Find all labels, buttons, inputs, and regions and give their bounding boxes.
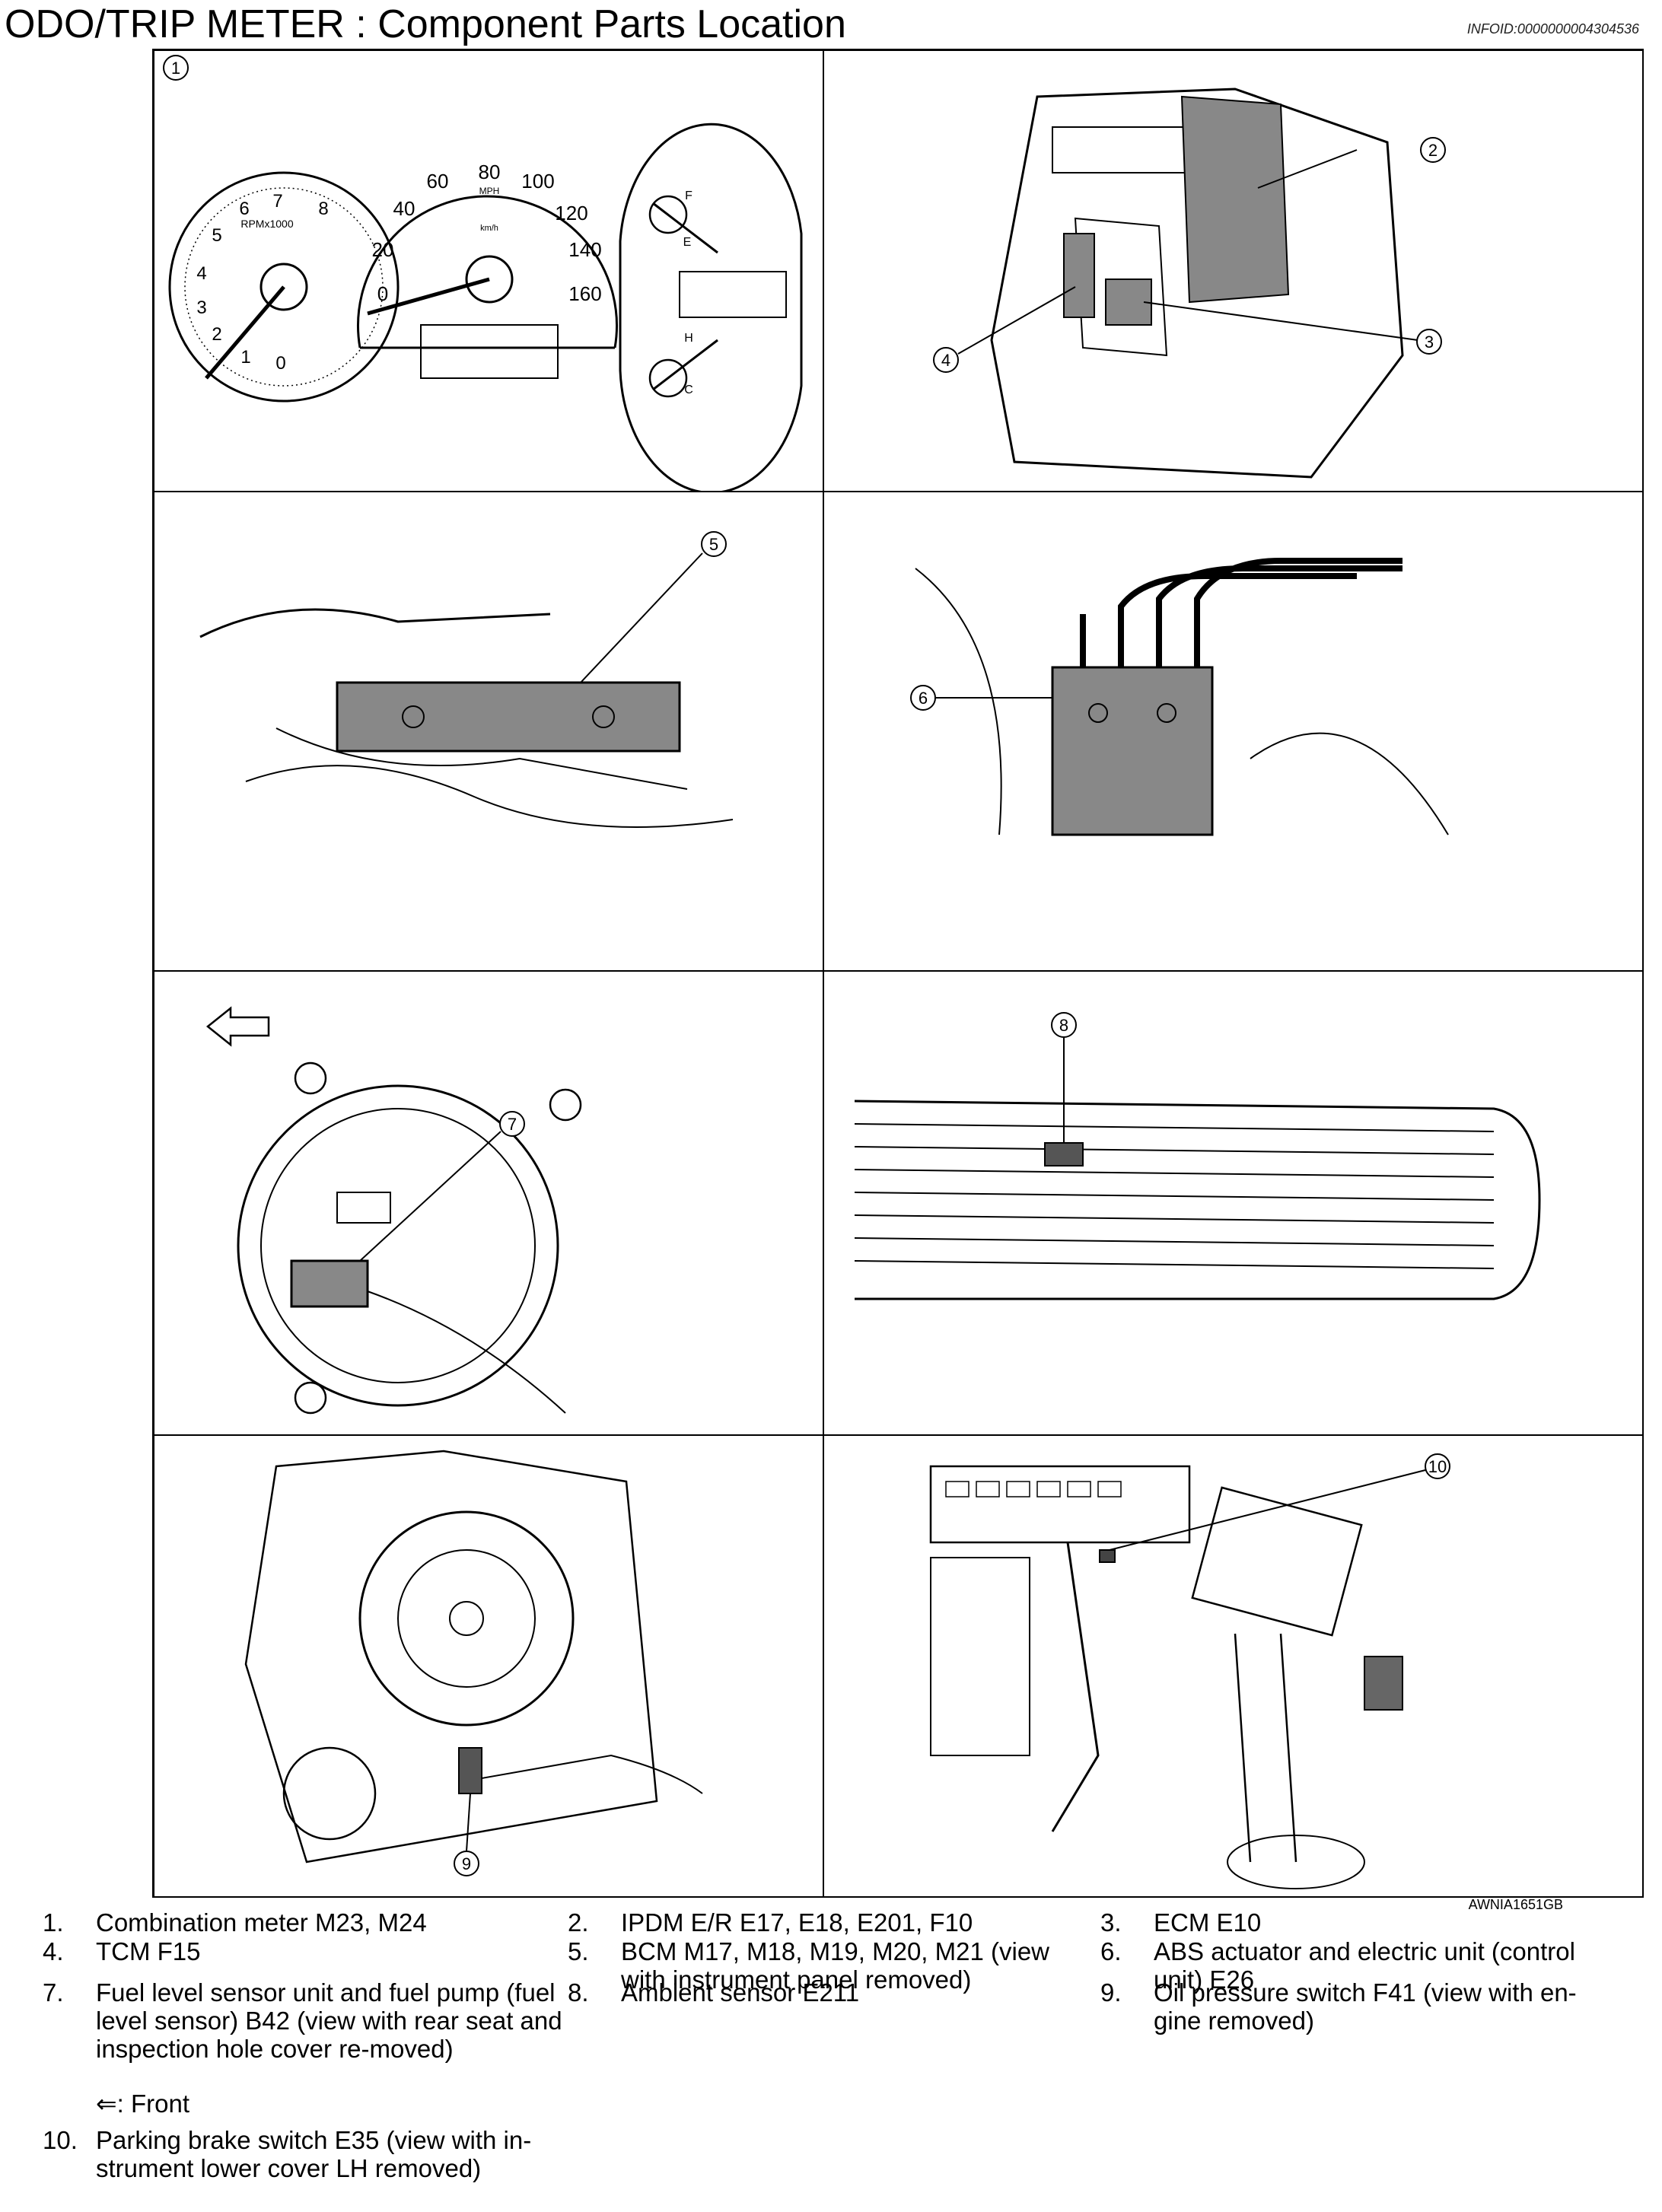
bcm-illustration: 5 [199, 531, 734, 828]
svg-text:C: C [684, 384, 693, 396]
front-arrow-note: ⇐: Front [96, 2089, 190, 2118]
legend-text: Oil pressure switch F41 (view with en-gi… [1154, 1978, 1577, 2035]
callout-3: 3 [1425, 333, 1434, 352]
panel-engine-room: 2 3 4 [823, 50, 1644, 492]
legend-text: Fuel level sensor unit and fuel pump (fu… [96, 1978, 562, 2063]
panel-ambient-sensor: 8 [823, 971, 1644, 1435]
svg-text:7: 7 [272, 191, 282, 212]
svg-text:3: 3 [196, 298, 206, 318]
panel-combination-meter: 1 0 1 2 3 4 5 6 7 8 RPMx1000 0 20 40 60 [154, 50, 823, 492]
combination-meter-illustration: 1 0 1 2 3 4 5 6 7 8 RPMx1000 0 20 40 60 [163, 55, 803, 491]
svg-text:40: 40 [393, 197, 416, 220]
legend-number: 7. [43, 1978, 64, 2007]
svg-text:0: 0 [275, 353, 285, 374]
legend-front-note: ⇐: Front [96, 2089, 552, 2118]
svg-text:6: 6 [239, 199, 249, 219]
callout-7: 7 [508, 1115, 517, 1134]
svg-text:120: 120 [555, 202, 587, 224]
abs-actuator-illustration: 6 [910, 558, 1449, 836]
legend-text: Parking brake switch E35 (view with in-s… [96, 2126, 532, 2182]
svg-text:1: 1 [240, 347, 250, 368]
svg-text:140: 140 [568, 238, 601, 261]
page-title: ODO/TRIP METER : Component Parts Locatio… [5, 2, 846, 46]
callout-2: 2 [1428, 141, 1438, 160]
callout-10: 10 [1428, 1457, 1447, 1476]
svg-text:2: 2 [212, 324, 221, 345]
svg-text:60: 60 [427, 170, 449, 193]
panel-abs-actuator: 6 [823, 492, 1644, 971]
legend-number: 10. [43, 2126, 78, 2154]
svg-text:0: 0 [377, 282, 388, 305]
panel-parking-brake-switch: 10 [823, 1435, 1644, 1898]
svg-text:80: 80 [479, 161, 501, 183]
legend-number: 2. [568, 1908, 589, 1937]
callout-8: 8 [1059, 1016, 1068, 1035]
svg-text:RPMx1000: RPMx1000 [240, 218, 293, 230]
svg-text:20: 20 [372, 238, 394, 261]
svg-text:MPH: MPH [479, 186, 500, 196]
svg-text:km/h: km/h [480, 224, 498, 233]
svg-text:H: H [684, 332, 693, 345]
oil-pressure-switch-illustration: 9 [244, 1450, 703, 1876]
legend-text: IPDM E/R E17, E18, E201, F10 [621, 1908, 973, 1937]
svg-text:8: 8 [318, 199, 328, 219]
legend-text: TCM F15 [96, 1937, 201, 1965]
panel-oil-pressure-switch: 9 [154, 1435, 823, 1898]
svg-text:E: E [683, 236, 692, 249]
parking-brake-switch-illustration: 10 [929, 1453, 1450, 1889]
legend-text: ECM E10 [1154, 1908, 1262, 1937]
ambient-sensor-illustration: 8 [854, 1012, 1541, 1300]
svg-text:F: F [685, 189, 692, 202]
legend-text: Ambient sensor E211 [621, 1978, 860, 2007]
panel-bcm: 5 [154, 492, 823, 971]
legend-number: 5. [568, 1937, 589, 1965]
legend-number: 3. [1100, 1908, 1122, 1937]
callout-4: 4 [941, 351, 950, 370]
svg-text:100: 100 [521, 170, 554, 193]
fuel-level-sensor-illustration: 7 [205, 1006, 582, 1415]
panel-fuel-level-sensor: 7 [154, 971, 823, 1435]
component-figure: 1 0 1 2 3 4 5 6 7 8 RPMx1000 0 20 40 60 [152, 49, 1644, 1898]
svg-text:4: 4 [196, 263, 206, 284]
engine-room-illustration: 2 3 4 [933, 88, 1446, 479]
legend-text: ABS actuator and electric unit (control … [1154, 1937, 1575, 1994]
legend-text: BCM M17, M18, M19, M20, M21 (view with i… [621, 1937, 1049, 1994]
legend-number: 1. [43, 1908, 64, 1937]
legend-number: 9. [1100, 1978, 1122, 2007]
legend-text: Combination meter M23, M24 [96, 1908, 427, 1937]
legend-number: 6. [1100, 1937, 1122, 1965]
svg-text:5: 5 [212, 225, 221, 246]
callout-6: 6 [919, 689, 928, 708]
legend-number: 4. [43, 1937, 64, 1965]
legend-number: 8. [568, 1978, 589, 2007]
figure-id: AWNIA1651GB [1468, 1897, 1563, 1912]
callout-9: 9 [462, 1854, 471, 1873]
info-id: INFOID:0000000004304536 [1466, 21, 1639, 37]
callout-1: 1 [171, 59, 180, 78]
callout-5: 5 [709, 535, 718, 554]
svg-text:160: 160 [568, 282, 601, 305]
